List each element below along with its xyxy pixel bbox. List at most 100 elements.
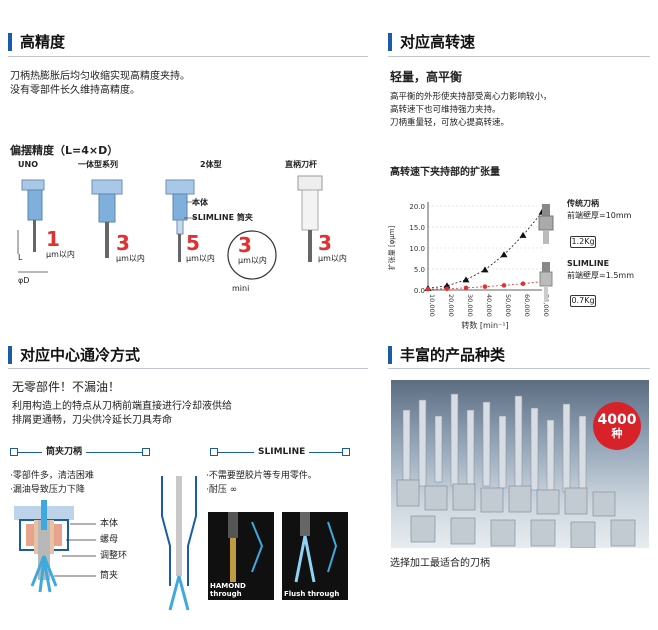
runout-value-two-piece: 5 xyxy=(186,231,200,255)
label-D: φD xyxy=(18,276,30,285)
y-tick-label: 15.0 xyxy=(409,224,425,232)
coolant-section-title: 对应中心通冷方式 xyxy=(8,344,140,365)
data-point-circle xyxy=(520,281,526,286)
data-point-triangle xyxy=(481,266,489,273)
data-point-circle xyxy=(482,284,488,289)
legend-conventional-spec: 前端壁厚=10mm xyxy=(567,211,632,220)
variety-count-badge: 4000 种 xyxy=(593,402,641,450)
divider xyxy=(388,56,650,57)
x-tick-label: 20,000 xyxy=(447,294,455,317)
right-header-marker-end xyxy=(342,448,350,456)
data-point-circle xyxy=(444,286,450,292)
label-mini: mini xyxy=(232,284,250,293)
right-bullet-2: ·耐压 ∞ xyxy=(206,485,238,495)
type-straight: 直柄刀杆 xyxy=(285,160,317,169)
runout-unit-two-piece: μm以内 xyxy=(186,254,215,263)
chart-series xyxy=(424,208,546,292)
y-tick-label: 0.0 xyxy=(414,287,425,295)
part-body: 本体 xyxy=(100,519,119,529)
straight-holder-drawing xyxy=(297,175,323,262)
x-tick-label: 60,000 xyxy=(523,294,531,317)
runout-value-mini: 3 xyxy=(238,233,252,257)
precision-desc-1: 刀柄热膨胀后均匀收缩实现高精度夹持。 xyxy=(10,71,190,82)
two-piece-holder-drawing xyxy=(165,179,196,262)
speed-subtitle: 轻量，高平衡 xyxy=(390,70,463,84)
left-header-marker-end xyxy=(142,448,150,456)
x-tick-label: 30,000 xyxy=(466,294,474,317)
y-tick-label: 20.0 xyxy=(409,203,425,211)
integral-holder-drawing xyxy=(91,179,123,258)
data-point-triangle xyxy=(500,251,508,258)
right-header-marker-start xyxy=(210,448,218,456)
label-L: L xyxy=(18,253,23,262)
chart-labels: 0.0 5.0 10.0 15.0 20.0 10,000 20,000 30,000 40,0… xyxy=(387,203,550,330)
speed-section-title: 对应高转速 xyxy=(388,31,475,52)
slimline-holder-picture xyxy=(539,262,553,302)
x-tick-label: 70,000 xyxy=(542,294,550,317)
flush-through-caption: Flush through xyxy=(284,590,340,598)
speed-desc-1: 高平衡的外形使夹持部受离心力影响较小， xyxy=(390,92,552,102)
collet-chuck-drawing xyxy=(14,500,96,593)
chart-axes xyxy=(427,202,542,291)
part-collet: 筒夹 xyxy=(100,571,119,581)
badge-unit: 种 xyxy=(611,427,623,440)
coolant-desc-1: 利用构造上的特点从刀柄前端直接进行冷却液供给 xyxy=(12,401,232,412)
runout-value-straight: 3 xyxy=(318,231,332,255)
expansion-chart: 0.0 5.0 10.0 15.0 20.0 10,000 20,000 30,000 40,0… xyxy=(387,202,554,330)
legend-slimline-weight: 0.7Kg xyxy=(570,295,596,307)
variety-caption: 选择加工最适合的刀柄 xyxy=(390,558,490,569)
type-integral: 一体型系列 xyxy=(78,160,118,169)
x-tick-label: 10,000 xyxy=(428,294,436,317)
title-accent-bar xyxy=(388,345,392,364)
title-accent-bar xyxy=(8,32,12,51)
speed-desc-2: 高转速下也可维持强力夹持。 xyxy=(390,105,501,115)
x-axis-label: 转数 [min⁻¹] xyxy=(461,320,508,330)
holder-illustrations xyxy=(17,175,323,280)
runout-unit-uno: μm以内 xyxy=(46,250,75,259)
right-header: SLIMLINE xyxy=(254,446,310,459)
title-accent-bar xyxy=(388,32,392,51)
legend-slimline-spec: 前端壁厚=1.5mm xyxy=(567,271,635,280)
flush-image xyxy=(294,512,338,583)
x-tick-label: 50,000 xyxy=(504,294,512,317)
left-header: 筒夹刀柄 xyxy=(42,446,87,459)
legend-slimline-name: SLIMLINE xyxy=(567,259,610,268)
divider xyxy=(8,56,368,57)
data-point-circle xyxy=(463,285,469,291)
divider xyxy=(8,368,368,369)
precision-desc-2: 没有零部件长久维持高精度。 xyxy=(10,85,140,96)
part-nut: 螺母 xyxy=(100,535,119,545)
runout-unit-mini: μm以内 xyxy=(238,256,267,265)
data-point-circle xyxy=(501,283,507,288)
variety-section-title: 丰富的产品种类 xyxy=(388,344,505,365)
left-bullet-1: ·零部件多，清洁困难 xyxy=(10,471,94,481)
precision-section-title: 高精度 xyxy=(8,31,65,52)
y-tick-label: 10.0 xyxy=(409,245,425,253)
flush-through-photo: Flush through xyxy=(282,512,348,600)
series-line-0 xyxy=(427,212,543,289)
type-uno: UNO xyxy=(18,160,38,169)
data-point-circle xyxy=(425,286,431,292)
x-tick-label: 40,000 xyxy=(485,294,493,317)
speed-desc-3: 刀柄重量轻，可放心提高转速。 xyxy=(390,118,510,128)
coolant-tagline: 无零部件！不漏油！ xyxy=(12,380,121,394)
label-slimline: SLIMLINE 筒夹 xyxy=(192,213,253,222)
left-header-marker-start xyxy=(10,448,18,456)
part-adjust-ring: 调整环 xyxy=(100,551,128,561)
hamond-through-caption: HAMOND through xyxy=(210,582,246,598)
chart-title: 高转速下夹持部的扩张量 xyxy=(390,167,500,178)
drill-image xyxy=(228,512,264,582)
products-illustration xyxy=(396,393,636,548)
title-accent-bar xyxy=(8,345,12,364)
conventional-holder-picture xyxy=(538,204,554,244)
data-point-triangle xyxy=(462,276,470,283)
chart-grid xyxy=(428,205,542,291)
legend-conventional-weight: 1.2Kg xyxy=(570,236,596,248)
runout-value-integral: 3 xyxy=(116,231,130,255)
y-tick-label: 5.0 xyxy=(414,266,425,274)
left-bullet-2: ·漏油导致压力下降 xyxy=(10,485,85,495)
label-body: 本体 xyxy=(192,198,208,207)
data-point-triangle xyxy=(443,282,451,289)
products-photo: 4000 种 xyxy=(391,380,649,548)
divider xyxy=(388,368,650,369)
